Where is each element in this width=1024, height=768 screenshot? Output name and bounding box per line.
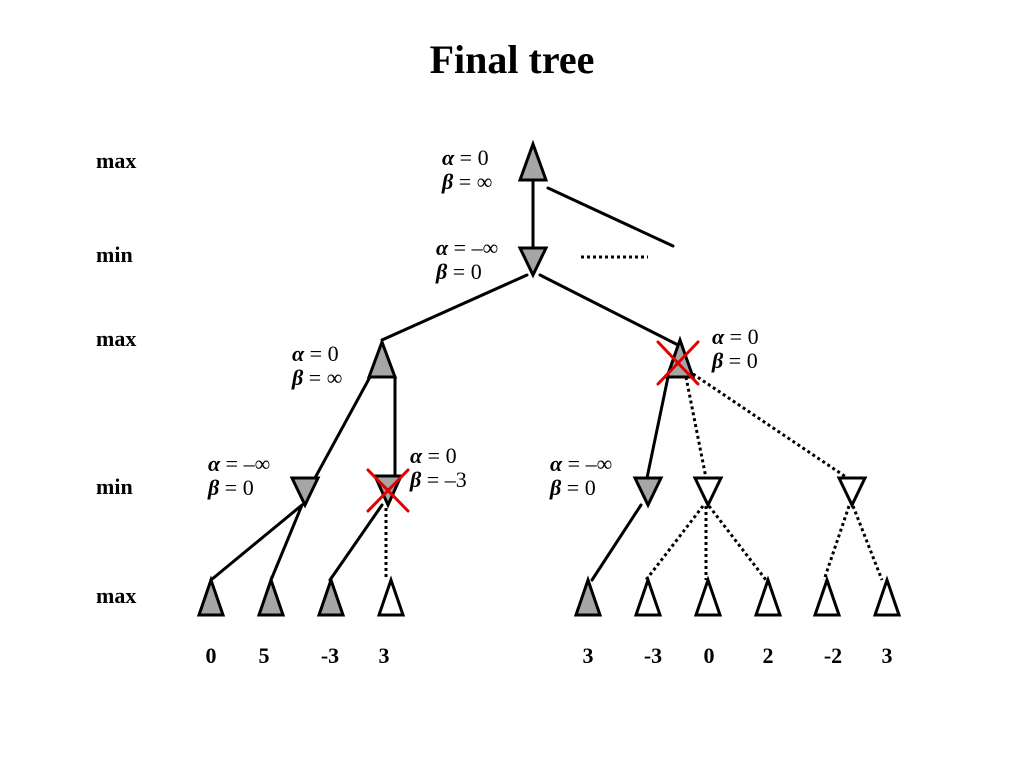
level-label-max-2: max bbox=[96, 326, 137, 351]
min-top-bounds: α = –∞ β = 0 bbox=[436, 235, 499, 284]
leaf-value-0: 0 bbox=[205, 643, 217, 668]
max-left-bounds: α = 0 β = ∞ bbox=[292, 341, 343, 390]
level-label-max-4: max bbox=[96, 583, 137, 608]
leaf-node-6 bbox=[693, 575, 723, 617]
max-right-beta: = 0 bbox=[728, 348, 758, 373]
edge-minll-leaf1 bbox=[269, 503, 304, 582]
leaf-value-1: 5 bbox=[258, 643, 270, 668]
level-label-min-3: min bbox=[96, 474, 133, 499]
min-node-ll bbox=[289, 476, 321, 509]
leaf-node-1 bbox=[256, 575, 286, 617]
leaf-node-3 bbox=[376, 575, 406, 617]
leaf-value-4: 3 bbox=[582, 643, 594, 668]
min-rl-bounds: α = –∞ β = 0 bbox=[550, 451, 613, 500]
max-right-alpha: = 0 bbox=[729, 324, 759, 349]
max-node-left bbox=[366, 337, 398, 379]
min-top-beta: = 0 bbox=[452, 259, 482, 284]
edge-maxright-minrm bbox=[684, 376, 708, 479]
edge-maxright-minrr bbox=[692, 372, 847, 479]
leaf-node-5 bbox=[633, 575, 663, 617]
edge-min-maxleft bbox=[380, 273, 529, 342]
cut-mark-icon-right bbox=[656, 340, 700, 386]
edge-minrm-leaf7 bbox=[707, 505, 768, 581]
leaf-value-8: -2 bbox=[823, 643, 843, 668]
min-lr-beta: = –3 bbox=[426, 467, 467, 492]
min-lr-bounds: α = 0 β = –3 bbox=[410, 443, 467, 492]
max-left-alpha: = 0 bbox=[309, 341, 339, 366]
cut-mark-icon-left bbox=[366, 468, 410, 513]
edge-minrr-leaf9 bbox=[851, 505, 884, 581]
max-left-beta: = ∞ bbox=[308, 365, 343, 390]
min-ll-bounds: α = –∞ β = 0 bbox=[208, 451, 271, 500]
leaf-node-2 bbox=[316, 575, 346, 617]
level-label-max-0: max bbox=[96, 148, 137, 173]
min-node-top bbox=[517, 246, 549, 279]
min-rl-beta: = 0 bbox=[566, 475, 596, 500]
min-top-alpha: = –∞ bbox=[453, 235, 499, 260]
edge-minrl-leaf4 bbox=[590, 503, 643, 582]
min-node-rl bbox=[632, 476, 664, 509]
edge-min-maxright bbox=[538, 273, 684, 349]
root-alpha: = 0 bbox=[459, 145, 489, 170]
leaf-node-0 bbox=[196, 575, 226, 617]
edge-root-right-stub bbox=[546, 186, 675, 248]
leaf-node-7 bbox=[753, 575, 783, 617]
edge-minrr-leaf8 bbox=[822, 505, 851, 581]
leaf-value-2: -3 bbox=[320, 643, 340, 668]
edge-minlr-leaf2 bbox=[328, 503, 384, 582]
leaf-node-9 bbox=[872, 575, 902, 617]
min-lr-alpha: = 0 bbox=[427, 443, 457, 468]
leaf-node-4 bbox=[573, 575, 603, 617]
leaf-value-7: 2 bbox=[762, 643, 774, 668]
max-node-root bbox=[517, 139, 549, 182]
min-ll-alpha: = –∞ bbox=[225, 451, 271, 476]
edge-minrm-leaf5 bbox=[644, 505, 705, 581]
leaf-value-5: -3 bbox=[643, 643, 663, 668]
root-bounds: α = 0 β = ∞ bbox=[442, 145, 493, 194]
min-ll-beta: = 0 bbox=[224, 475, 254, 500]
leaf-value-3: 3 bbox=[378, 643, 390, 668]
edge-maxright-minrl bbox=[645, 375, 670, 480]
edge-minll-leaf0 bbox=[209, 503, 304, 582]
root-beta: = ∞ bbox=[458, 169, 493, 194]
max-right-bounds: α = 0 β = 0 bbox=[712, 324, 759, 373]
leaf-value-9: 3 bbox=[881, 643, 893, 668]
leaf-node-8 bbox=[812, 575, 842, 617]
min-node-rr bbox=[836, 476, 868, 509]
page-title: Final tree bbox=[429, 37, 595, 82]
min-rl-alpha: = –∞ bbox=[567, 451, 613, 476]
level-label-min-1: min bbox=[96, 242, 133, 267]
leaf-value-6: 0 bbox=[703, 643, 715, 668]
min-node-rm bbox=[692, 476, 724, 509]
